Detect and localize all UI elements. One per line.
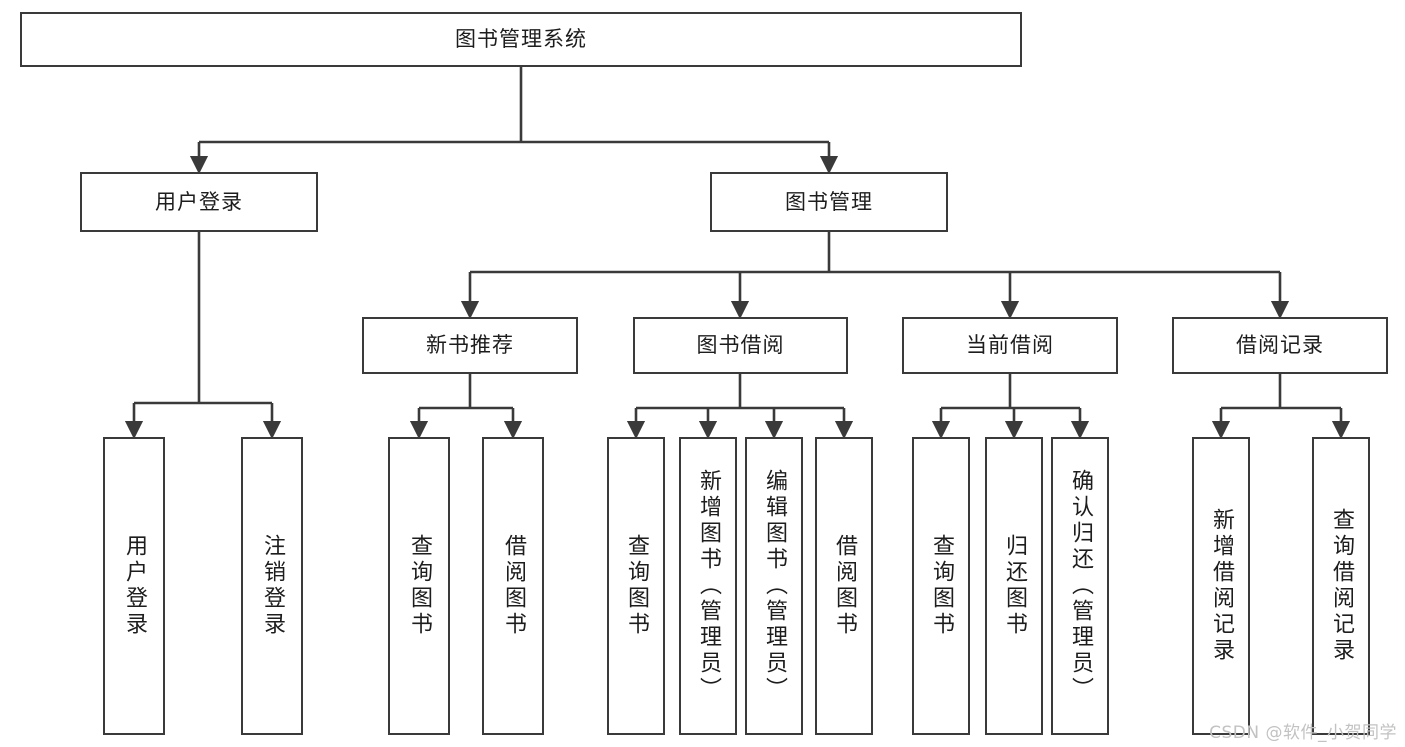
node-current-borrow-label: 当前借阅	[966, 333, 1054, 358]
node-root-label: 图书管理系统	[455, 27, 587, 52]
node-book-borrow[interactable]: 图书借阅	[633, 317, 848, 374]
leaf-query-book-1-label: 查询图书	[407, 534, 432, 638]
node-new-book-recommend-label: 新书推荐	[426, 333, 514, 358]
leaf-borrow-book-2-label: 借阅图书	[832, 534, 857, 638]
leaf-add-book-admin[interactable]: 新增图书（管理员）	[679, 437, 737, 735]
node-book-borrow-label: 图书借阅	[696, 333, 785, 358]
node-book-manage[interactable]: 图书管理	[710, 172, 948, 232]
leaf-return-book-label: 归还图书	[1002, 534, 1027, 638]
node-root[interactable]: 图书管理系统	[20, 12, 1022, 67]
leaf-borrow-book-1[interactable]: 借阅图书	[482, 437, 544, 735]
leaf-query-book-2[interactable]: 查询图书	[607, 437, 665, 735]
node-user-login[interactable]: 用户登录	[80, 172, 318, 232]
leaf-query-borrow-record[interactable]: 查询借阅记录	[1312, 437, 1370, 735]
leaf-add-book-admin-label: 新增图书（管理员）	[696, 469, 721, 703]
leaf-add-borrow-record[interactable]: 新增借阅记录	[1192, 437, 1250, 735]
leaf-user-logout[interactable]: 注销登录	[241, 437, 303, 735]
leaf-query-book-3[interactable]: 查询图书	[912, 437, 970, 735]
leaf-user-login[interactable]: 用户登录	[103, 437, 165, 735]
node-user-login-label: 用户登录	[155, 189, 243, 214]
node-borrow-record-label: 借阅记录	[1236, 333, 1324, 358]
node-book-manage-label: 图书管理	[785, 189, 873, 214]
node-new-book-recommend[interactable]: 新书推荐	[362, 317, 578, 374]
node-borrow-record[interactable]: 借阅记录	[1172, 317, 1388, 374]
csdn-watermark: CSDN @软件_小贺同学	[1209, 723, 1397, 743]
leaf-query-book-1[interactable]: 查询图书	[388, 437, 450, 735]
leaf-add-borrow-record-label: 新增借阅记录	[1209, 508, 1234, 664]
leaf-query-book-3-label: 查询图书	[929, 534, 954, 638]
leaf-edit-book-admin[interactable]: 编辑图书（管理员）	[745, 437, 803, 735]
leaf-confirm-return-admin-label: 确认归还（管理员）	[1068, 469, 1093, 703]
leaf-return-book[interactable]: 归还图书	[985, 437, 1043, 735]
leaf-user-login-label: 用户登录	[122, 534, 147, 638]
leaf-user-logout-label: 注销登录	[260, 534, 285, 638]
leaf-query-borrow-record-label: 查询借阅记录	[1329, 508, 1354, 664]
node-current-borrow[interactable]: 当前借阅	[902, 317, 1118, 374]
leaf-borrow-book-2[interactable]: 借阅图书	[815, 437, 873, 735]
leaf-edit-book-admin-label: 编辑图书（管理员）	[762, 469, 787, 703]
leaf-borrow-book-1-label: 借阅图书	[501, 534, 526, 638]
leaf-confirm-return-admin[interactable]: 确认归还（管理员）	[1051, 437, 1109, 735]
leaf-query-book-2-label: 查询图书	[624, 534, 649, 638]
